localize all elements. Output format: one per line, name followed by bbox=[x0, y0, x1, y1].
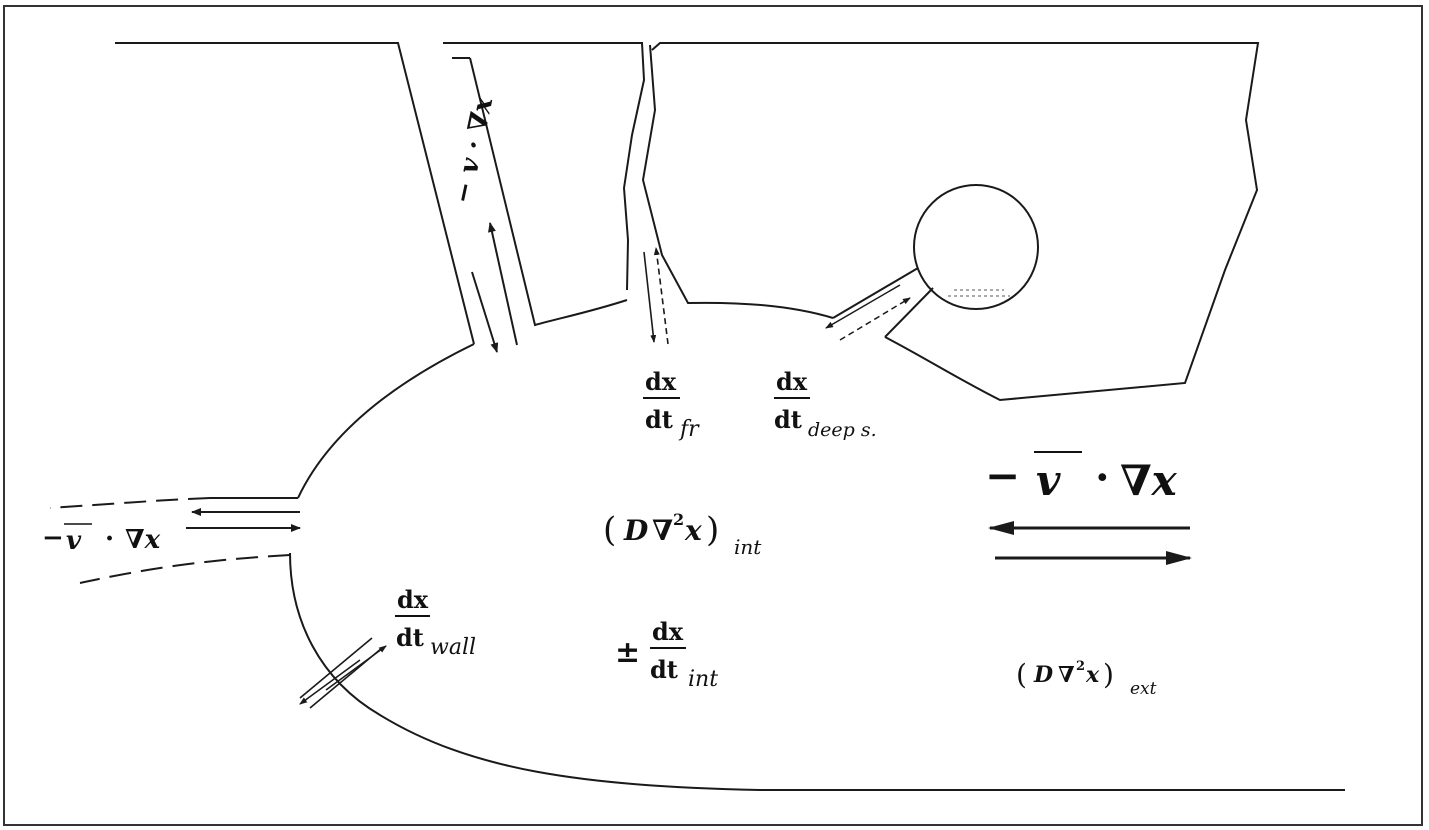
coastline-top-left bbox=[115, 42, 475, 345]
svg-text:∇: ∇ bbox=[1058, 662, 1075, 688]
svg-text:wall: wall bbox=[430, 635, 476, 660]
svg-text:D: D bbox=[623, 514, 649, 547]
svg-text:dt: dt bbox=[396, 623, 424, 652]
freshwater-out-arrow bbox=[653, 247, 669, 345]
svg-text:∇: ∇ bbox=[652, 514, 673, 547]
deep-spring-flux-label: dx dt deep s. bbox=[774, 367, 877, 441]
svg-text:(: ( bbox=[603, 510, 616, 550]
svg-text:ext: ext bbox=[1130, 679, 1157, 699]
svg-text:deep s.: deep s. bbox=[808, 419, 877, 441]
deep-spring-conduit bbox=[832, 267, 934, 338]
deep-spring-chamber bbox=[913, 184, 1039, 310]
svg-text:v: v bbox=[1036, 456, 1061, 505]
landmass-top-right bbox=[651, 42, 1260, 402]
svg-text:int: int bbox=[734, 535, 762, 559]
svg-text:dx: dx bbox=[397, 585, 429, 614]
freshwater-inlet-left-bank bbox=[641, 44, 834, 319]
svg-text:(: ( bbox=[1016, 658, 1027, 691]
svg-text:∇x: ∇x bbox=[125, 525, 161, 555]
svg-text:): ) bbox=[706, 510, 719, 550]
internal-diffusion-label: ( D ∇ 2 x ) int bbox=[603, 510, 762, 559]
svg-text:−: − bbox=[985, 451, 1020, 500]
freshwater-flux-label: dx dt fr bbox=[643, 367, 700, 442]
internal-source-label: ± dx dt int bbox=[615, 617, 718, 692]
svg-text:−: − bbox=[42, 523, 64, 553]
svg-text:dt: dt bbox=[774, 405, 802, 434]
svg-text:±: ± bbox=[615, 635, 640, 670]
svg-text:dt: dt bbox=[645, 405, 673, 434]
svg-text:x: x bbox=[1085, 662, 1100, 688]
svg-text:dx: dx bbox=[776, 367, 808, 396]
external-diffusion-label: ( D ∇ 2 x ) ext bbox=[1016, 658, 1157, 699]
lagoon-south-shore bbox=[289, 552, 1345, 791]
deep-spring-out-arrow bbox=[839, 297, 911, 341]
channel-outflow-line bbox=[488, 222, 518, 346]
svg-text:D: D bbox=[1033, 662, 1053, 688]
svg-text:int: int bbox=[688, 667, 718, 692]
svg-text:v: v bbox=[66, 526, 82, 556]
west-channel-upper-dash bbox=[49, 497, 211, 509]
wall-exchange-in-arrow bbox=[325, 645, 387, 691]
svg-text:2: 2 bbox=[1076, 659, 1085, 674]
svg-text:x: x bbox=[684, 514, 702, 547]
channel-inlet-right-bank bbox=[443, 42, 646, 291]
lagoon-top-shore bbox=[452, 57, 628, 327]
svg-text:∇x: ∇x bbox=[1120, 456, 1178, 505]
diagram-border bbox=[3, 5, 1423, 826]
lagoon-west-shore bbox=[297, 343, 475, 499]
freshwater-in-arrow bbox=[643, 251, 657, 343]
wall-flux-label: dx dt wall bbox=[395, 585, 476, 660]
svg-text:·: · bbox=[1095, 453, 1110, 502]
external-advection-label: − v · ∇x bbox=[985, 451, 1178, 505]
svg-text:dx: dx bbox=[645, 367, 677, 396]
west-channel-lower-dash bbox=[79, 554, 291, 584]
deep-spring-in-arrow bbox=[825, 284, 901, 329]
wall-exchange-out-arrow bbox=[299, 659, 361, 705]
svg-text:·: · bbox=[105, 524, 114, 554]
svg-text:dx: dx bbox=[652, 617, 684, 646]
svg-text:2: 2 bbox=[673, 510, 684, 529]
svg-text:): ) bbox=[1103, 658, 1114, 691]
channel-inflow-line bbox=[471, 271, 499, 353]
wall-exchange-bank-1 bbox=[299, 637, 373, 699]
svg-text:dt: dt bbox=[650, 655, 678, 684]
svg-text:fr: fr bbox=[678, 417, 700, 442]
west-advection-label: − v · ∇x bbox=[42, 523, 161, 556]
